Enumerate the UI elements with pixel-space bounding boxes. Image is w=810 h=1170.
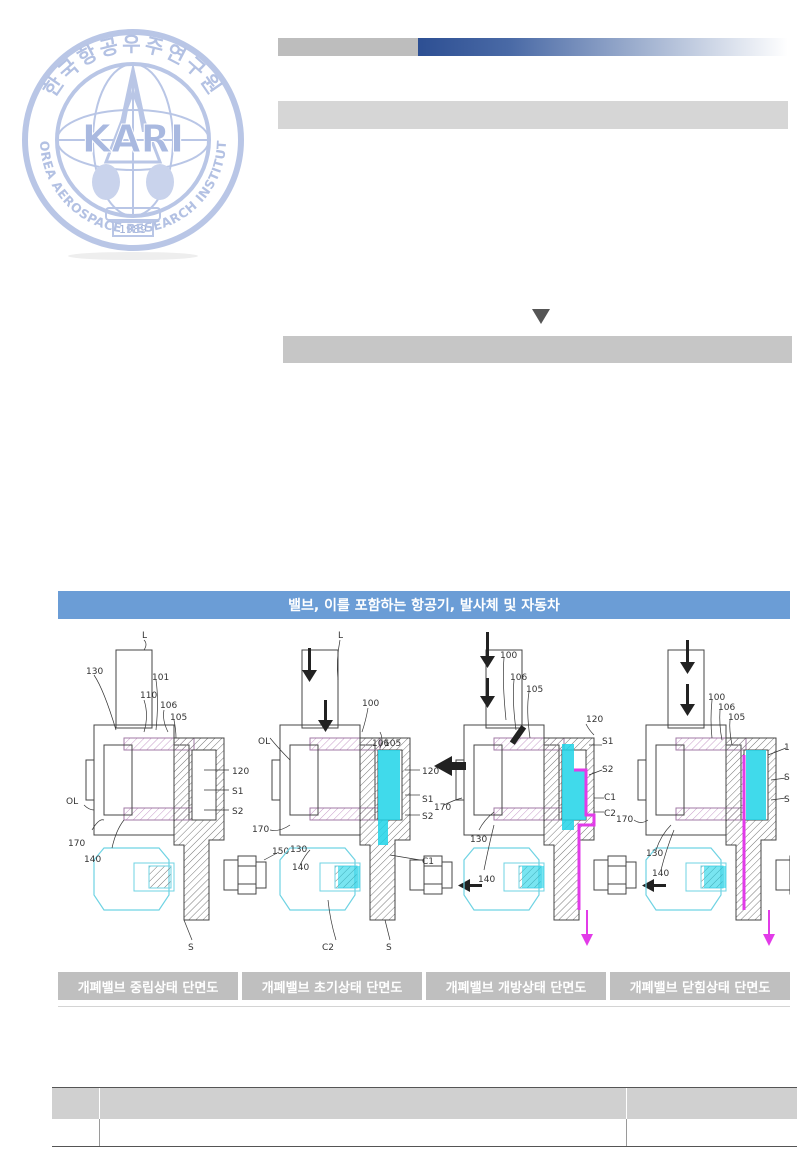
label: 101 [152,673,169,683]
label: S2 [422,812,433,822]
label: 120 [784,743,790,753]
section-bar-middle [283,336,792,363]
label: C2 [322,943,334,953]
seal-year: 1989 [119,223,147,236]
info-table [52,1087,797,1147]
label: S [386,943,392,953]
label: 105 [728,713,745,723]
figure-divider [58,1006,790,1007]
label: 170 [616,815,633,825]
caption-neutral-state: 개폐밸브 중립상태 단면도 [58,972,238,1000]
label: 170 [434,803,451,813]
valve-cross-section-figure: L 130 101 110 106 105 120 S1 S2 OL 170 1… [66,631,790,953]
table-divider [99,1119,100,1146]
label: S1 [422,795,433,805]
label: OL [258,737,270,747]
header-bar-gray [278,38,418,56]
label: 170 [252,825,269,835]
label: S1 [232,787,243,797]
caption-closed-state: 개폐밸브 닫힘상태 단면도 [610,972,790,1000]
label: 105 [170,713,187,723]
label: S1 [602,737,613,747]
label: S2 [784,795,790,805]
caption-open-state: 개폐밸브 개방상태 단면도 [426,972,606,1000]
label: 106 [160,701,177,711]
label: 140 [84,855,101,865]
figure-title: 밸브, 이를 포함하는 항공기, 발사체 및 자동차 [58,591,790,619]
label: 130 [86,667,103,677]
label: 106 [718,703,735,713]
table-divider [99,1088,100,1119]
label: 105 [384,739,401,749]
label: S2 [602,765,613,775]
label: 110 [140,691,157,701]
down-arrow-icon [532,309,550,324]
label: 130 [646,849,663,859]
label: 140 [478,875,495,885]
kari-seal-logo: 1989 KARI 한국항공우주연구원 KOREA AEROSPACE RESE… [18,22,244,260]
panel-closed: 100 106 105 120 S1 S2 170 130 140 [616,640,790,946]
seal-monogram: KARI [82,117,184,161]
label: S2 [232,807,243,817]
label: 100 [362,699,379,709]
label: S [188,943,194,953]
label: C1 [422,857,434,867]
header-bar-gradient [418,38,788,56]
label: S1 [784,773,790,783]
label: 106 [372,739,389,749]
table-header-row [52,1087,797,1119]
label: 120 [422,767,439,777]
panel-open: 100 106 105 120 S1 S2 170 C1 C2 130 140 [434,632,666,946]
label: 130 [290,845,307,855]
header-bar [278,38,788,56]
table-divider [626,1119,627,1146]
label: 106 [510,673,527,683]
label: L [338,631,343,641]
panel-neutral: L 130 101 110 106 105 120 S1 S2 OL 170 1… [66,631,289,953]
label: 105 [526,685,543,695]
label: 170 [68,839,85,849]
label: 120 [232,767,249,777]
table-row [52,1119,797,1147]
label: 120 [586,715,603,725]
caption-initial-state: 개폐밸브 초기상태 단면도 [242,972,422,1000]
panel-initial: L 100 OL 106 105 120 S1 S2 170 C1 130 14… [252,631,482,953]
label: C2 [604,809,616,819]
label: 140 [292,863,309,873]
section-bar-top [278,101,788,129]
label: 140 [652,869,669,879]
label: OL [66,797,78,807]
label: 100 [708,693,725,703]
label: 150 [272,847,289,857]
table-divider [626,1088,627,1119]
label: 130 [470,835,487,845]
label: 100 [500,651,517,661]
label: L [142,631,147,641]
label: C1 [604,793,616,803]
